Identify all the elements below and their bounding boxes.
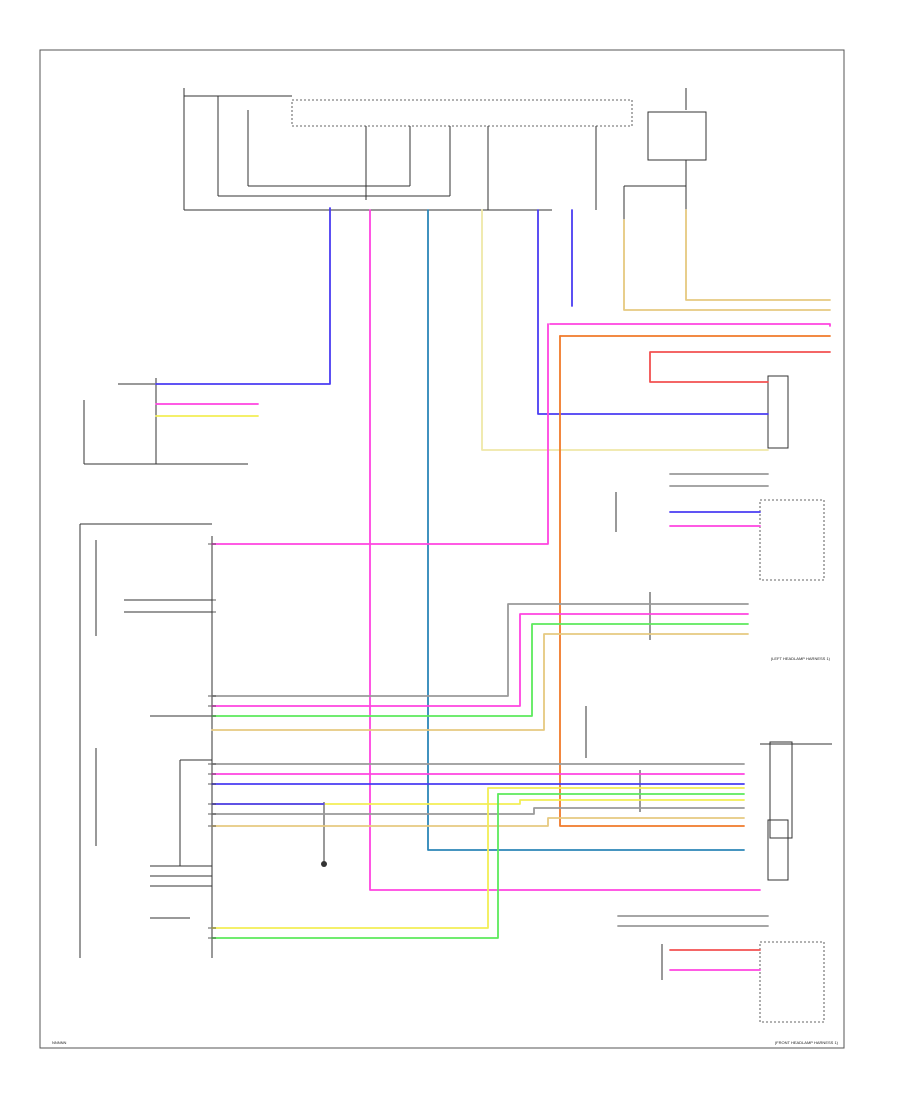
wire-orange-down bbox=[559, 335, 745, 827]
wire-gray-module-1 bbox=[211, 603, 749, 697]
right-connector-3 bbox=[767, 819, 789, 881]
wire-tan-top-1 bbox=[623, 219, 831, 311]
wire-tealblue bbox=[427, 209, 745, 851]
relay-box bbox=[647, 111, 707, 161]
wire-gray-module-lower bbox=[211, 807, 745, 815]
wire-yellow-bottom bbox=[211, 787, 745, 929]
lamp-unit-upper bbox=[759, 499, 825, 581]
wire-tan-top-2 bbox=[685, 209, 831, 301]
wire-cream-1 bbox=[481, 209, 769, 451]
wire-red bbox=[649, 351, 831, 383]
wire-tan-module bbox=[211, 633, 749, 731]
right-connector-2 bbox=[769, 741, 793, 839]
lamp-unit-lower bbox=[759, 941, 825, 1023]
wire-green-module bbox=[211, 623, 749, 717]
ground-point bbox=[321, 861, 327, 867]
mid-right-caption: (LEFT HEADLAMP HARNESS 1) bbox=[771, 656, 831, 661]
diagram-frame bbox=[39, 49, 845, 1049]
wire-violet-1 bbox=[155, 207, 331, 385]
wire-green-bottom bbox=[211, 793, 499, 939]
wire-pink-top bbox=[549, 323, 831, 327]
fuse-box-module bbox=[291, 99, 633, 127]
bottom-right-caption: (FRONT HEADLAMP HARNESS 1) bbox=[775, 1040, 839, 1045]
wire-pink-module bbox=[211, 323, 549, 545]
bottom-left-code: NNNNN bbox=[52, 1040, 67, 1045]
wire-yellow-right bbox=[211, 799, 745, 805]
wire-tan-module-lower bbox=[211, 817, 745, 827]
wire-pink-module-2 bbox=[211, 613, 749, 707]
wire-violet-2 bbox=[537, 209, 769, 415]
wire-pink-main bbox=[369, 209, 761, 891]
right-connector-1 bbox=[767, 375, 789, 449]
